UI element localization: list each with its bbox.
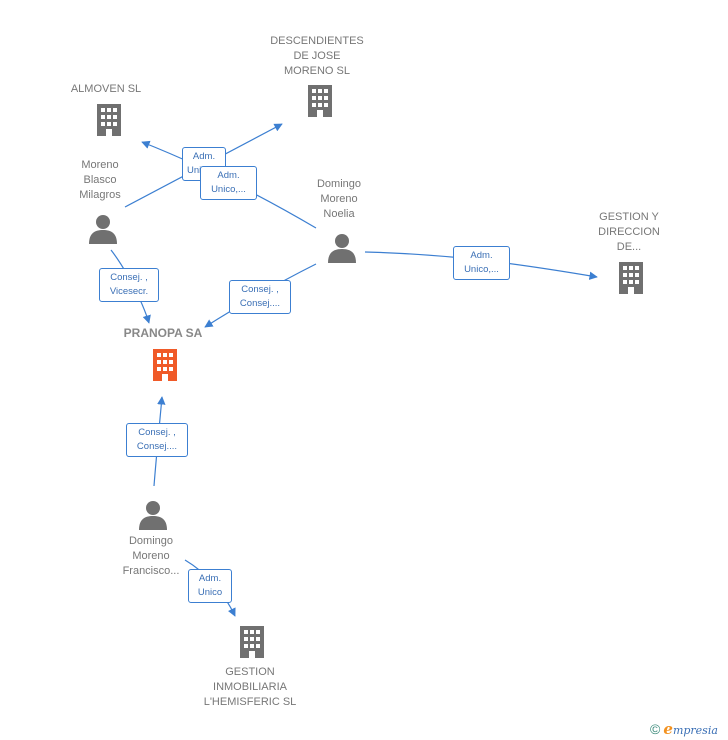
- node-label-descendientes[interactable]: DESCENDIENTES DE JOSE MORENO SL: [270, 35, 364, 77]
- edge-label-domingo-francisco-to-gestion-inmobiliaria[interactable]: Adm. Unico: [188, 569, 232, 603]
- node-label-domingo-francisco[interactable]: Domingo Moreno Francisco...: [122, 535, 180, 577]
- copyright-icon: ©: [650, 721, 661, 737]
- building-icon-descendientes[interactable]: [308, 85, 332, 117]
- person-icon-domingo-noelia[interactable]: [328, 234, 356, 263]
- node-label-gestion-direccion[interactable]: GESTION Y DIRECCION DE...: [598, 211, 660, 253]
- node-label-moreno-blasco[interactable]: Moreno Blasco Milagros: [79, 159, 121, 201]
- building-icon-almoven[interactable]: [97, 104, 121, 136]
- brand-logo: empresia: [663, 720, 718, 738]
- node-label-gestion-inmobiliaria[interactable]: GESTION INMOBILIARIA L'HEMISFERIC SL: [203, 666, 297, 708]
- person-icon-domingo-francisco[interactable]: [139, 501, 167, 530]
- building-icon-gestion-inmobiliaria[interactable]: [240, 626, 264, 658]
- node-label-pranopa[interactable]: PRANOPA SA: [123, 326, 203, 340]
- edge-label-moreno-blasco-to-pranopa[interactable]: Consej. , Vicesecr.: [99, 268, 159, 302]
- building-icon-gestion-direccion[interactable]: [619, 262, 643, 294]
- edge-label-domingo-noelia-to-almoven[interactable]: Adm. Unico,...: [200, 166, 257, 200]
- empresia-watermark: © empresia: [650, 720, 718, 738]
- edge-label-domingo-noelia-to-pranopa[interactable]: Consej. , Consej....: [229, 280, 291, 314]
- edge-label-domingo-noelia-to-gestion-direccion[interactable]: Adm. Unico,...: [453, 246, 510, 280]
- person-icon-moreno-blasco[interactable]: [89, 215, 117, 244]
- node-label-domingo-noelia[interactable]: Domingo Moreno Noelia: [316, 178, 362, 220]
- node-label-almoven[interactable]: ALMOVEN SL: [70, 83, 142, 95]
- edge-label-domingo-francisco-to-pranopa[interactable]: Consej. , Consej....: [126, 423, 188, 457]
- building-icon-pranopa[interactable]: [153, 349, 177, 381]
